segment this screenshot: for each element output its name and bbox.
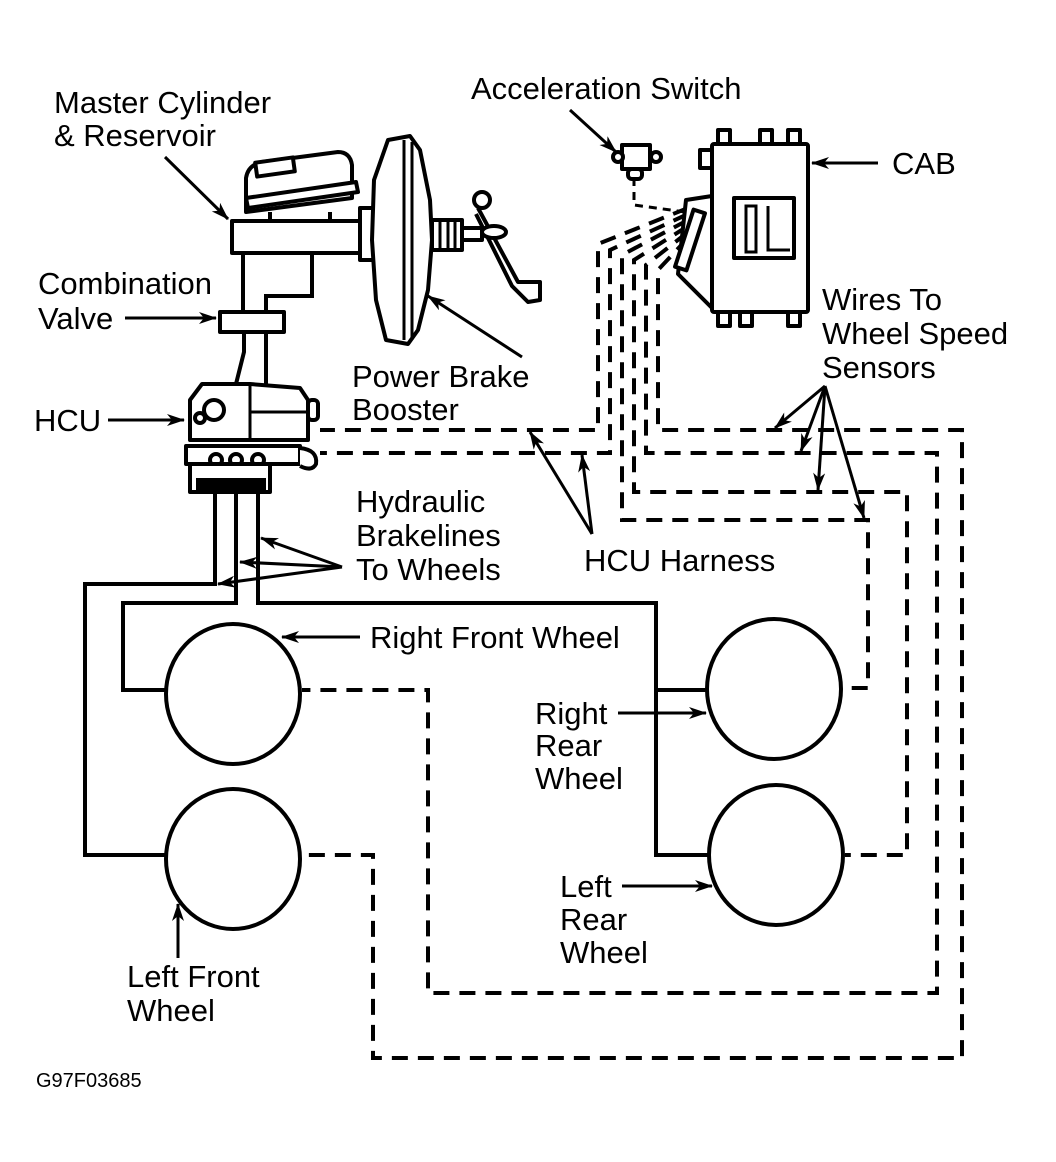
pedal-pivot: [472, 190, 492, 210]
label-left-rear-1: Left: [560, 869, 612, 904]
figure-id: G97F03685: [36, 1070, 142, 1092]
pedal-clevis: [480, 224, 508, 240]
leader-arrows: [108, 108, 878, 958]
cab-tab-4: [716, 310, 732, 328]
arrow-harness-2: [578, 454, 594, 535]
label-hcu-harness: HCU Harness: [584, 543, 775, 578]
brakeline-mc-to-valve-b: [264, 252, 314, 312]
brakeline-valve-to-hcu-a: [234, 330, 246, 385]
brakeline-to-left-front: [83, 490, 217, 857]
label-right-rear-3: Wheel: [535, 761, 623, 796]
master-cylinder-body: [230, 219, 374, 255]
label-right-front-wheel: Right Front Wheel: [370, 620, 620, 655]
acceleration-switch: [611, 143, 663, 181]
arrow-master-cylinder: [163, 155, 230, 221]
accel-switch-ear-right: [649, 150, 663, 164]
power-brake-booster: [358, 134, 484, 346]
label-acceleration-switch: Acceleration Switch: [471, 71, 742, 106]
label-wires-2: Wheel Speed: [822, 316, 1008, 351]
arrow-wires-2: [799, 385, 827, 452]
label-power-brake-booster-2: Booster: [352, 392, 459, 427]
label-cab: CAB: [892, 146, 956, 181]
accel-switch-ear-left: [611, 150, 625, 164]
pedal-arm: [474, 207, 542, 304]
arrow-harness-1: [528, 431, 594, 535]
arrow-brakeline-1: [260, 536, 343, 569]
hcu-fittings: [196, 478, 266, 490]
label-combination-valve-1: Combination: [38, 266, 212, 301]
cab-connector-plug: [673, 207, 707, 273]
label-left-front-2: Wheel: [127, 993, 215, 1028]
arrow-wires-3: [813, 385, 827, 491]
wire-accel-switch-to-cab: [632, 178, 686, 214]
hcu-port-1: [202, 398, 226, 422]
booster-pushrod: [460, 226, 484, 242]
booster-seam: [402, 140, 414, 340]
hydraulic-brakelines: [83, 252, 710, 857]
cab-label-plate: [732, 196, 796, 260]
wheel-right-rear: [705, 617, 843, 761]
label-hydraulic-3: To Wheels: [356, 552, 501, 587]
label-wires-3: Sensors: [822, 350, 936, 385]
arrow-brakeline-2: [239, 556, 343, 569]
label-right-rear-1: Right: [535, 696, 608, 731]
combination-valve: [218, 310, 286, 334]
label-left-front-1: Left Front: [127, 959, 260, 994]
hcu-motor-cap: [306, 398, 320, 422]
accel-switch-connector: [626, 167, 644, 181]
hcu-port-2: [193, 411, 207, 425]
label-right-rear-2: Rear: [535, 728, 602, 763]
label-hydraulic-2: Brakelines: [356, 518, 501, 553]
cab-label-mark: [766, 206, 790, 252]
wire-left-front-sensor: [302, 236, 964, 1060]
wire-left-rear-sensor: [632, 224, 909, 857]
arrow-wires-1: [774, 384, 826, 430]
wire-right-front-sensor: [302, 230, 939, 995]
arrow-wires-4: [823, 385, 866, 519]
arrow-brakeline-3: [217, 565, 343, 588]
wire-hcu-harness-top: [320, 206, 689, 432]
brakeline-to-right-rear: [256, 490, 706, 692]
wire-hcu-harness-bottom: [320, 212, 689, 455]
label-hydraulic-1: Hydraulic: [356, 484, 485, 519]
label-power-brake-booster-1: Power Brake: [352, 359, 529, 394]
brakeline-to-right-front: [121, 490, 238, 692]
cab-tab-3: [786, 128, 802, 146]
master-cylinder: [230, 150, 374, 255]
cab: [673, 128, 810, 328]
label-hcu: HCU: [34, 403, 101, 438]
arrow-power-brake-booster: [427, 294, 523, 359]
cab-tab-5: [738, 310, 754, 328]
cab-tab-2: [758, 128, 774, 146]
labels: Master Cylinder & Reservoir Combination …: [34, 71, 1008, 1092]
hcu: [184, 382, 320, 494]
reservoir-cap: [253, 155, 297, 179]
wheel-right-front: [164, 622, 302, 766]
label-master-cylinder-1: Master Cylinder: [54, 85, 271, 120]
brakeline-to-left-rear: [654, 690, 710, 857]
label-left-rear-3: Wheel: [560, 935, 648, 970]
cab-label-bar: [744, 204, 758, 254]
wheel-left-rear: [707, 783, 845, 927]
booster-boot-ribs: [438, 222, 457, 248]
brake-pedal: [472, 190, 542, 304]
wire-right-rear-sensor: [620, 218, 870, 690]
label-left-rear-2: Rear: [560, 902, 627, 937]
hcu-harness-connector: [299, 446, 319, 471]
electrical-wires: [302, 178, 964, 1060]
label-wires-1: Wires To: [822, 282, 942, 317]
reservoir-feet: [268, 212, 332, 222]
label-master-cylinder-2: & Reservoir: [54, 118, 216, 153]
label-combination-valve-2: Valve: [38, 301, 113, 336]
accel-switch-body: [620, 143, 652, 171]
arrow-acceleration-switch: [568, 108, 618, 154]
cab-tab-1: [716, 128, 732, 146]
cab-tab-6: [786, 310, 802, 328]
booster-shell: [370, 134, 434, 346]
wheel-left-front: [164, 787, 302, 931]
reservoir-rim: [244, 180, 360, 210]
